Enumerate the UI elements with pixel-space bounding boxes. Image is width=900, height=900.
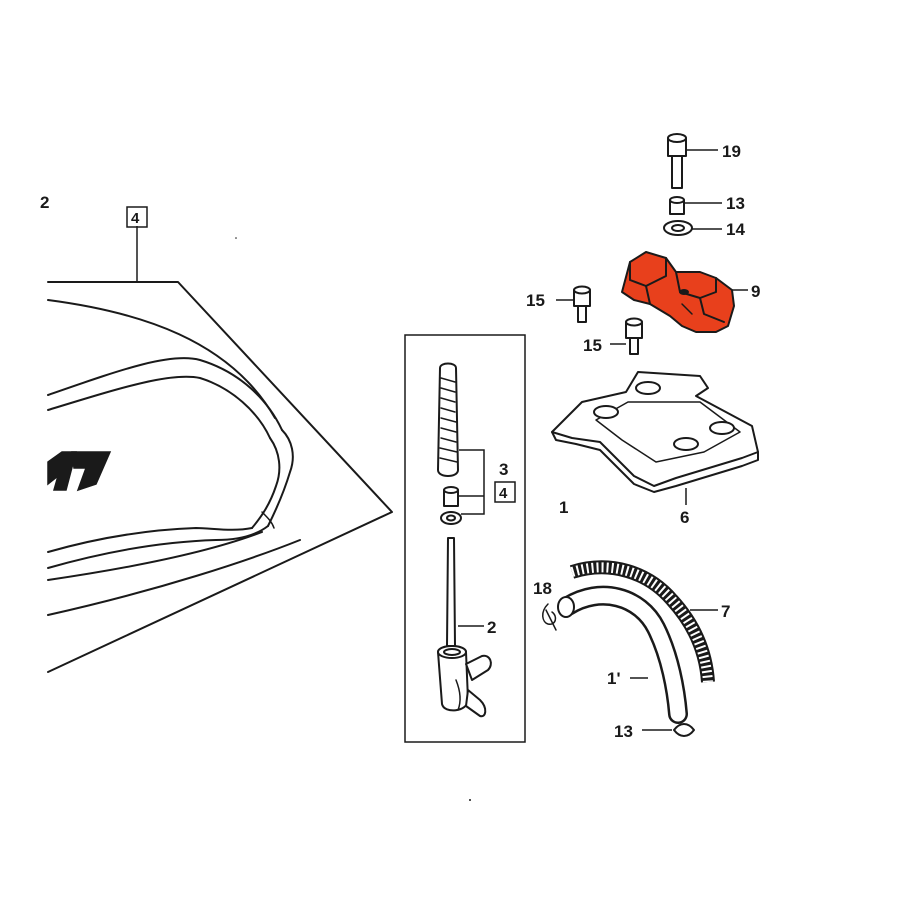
label-18: 18 [533, 579, 552, 598]
label-14: 14 [726, 220, 745, 239]
label-13-top: 13 [726, 194, 745, 213]
bolt-15-b [610, 317, 643, 355]
label-2: 2 [487, 618, 496, 637]
bolt-19 [667, 133, 718, 189]
clip-13-bottom [642, 723, 695, 737]
label-9: 9 [751, 282, 760, 301]
fuel-valve-assembly [404, 334, 526, 743]
washer-14 [663, 220, 722, 236]
bolt-15-a [556, 285, 591, 323]
collar-13-top [669, 196, 722, 215]
bracket-plate-6 [551, 371, 759, 505]
tank-label: 4 [131, 210, 140, 227]
label-1-hose: 1' [607, 669, 621, 688]
valve-label: 4 [499, 485, 508, 502]
label-15-b: 15 [583, 336, 602, 355]
valve-label-box [494, 481, 516, 503]
protector-hose-7 [569, 560, 718, 683]
label-15-a: 15 [526, 291, 545, 310]
label-13-bottom: 13 [614, 722, 633, 741]
rubber-mount-9 [621, 251, 748, 333]
label-1: 1 [559, 498, 568, 517]
label-3: 3 [499, 460, 508, 479]
clip-18 [542, 603, 557, 631]
tank-label-box [126, 206, 148, 228]
fuel-hose-1 [557, 585, 688, 724]
fuel-tank [47, 226, 393, 673]
label-6: 6 [680, 508, 689, 527]
top-left-label: 2 [40, 193, 49, 212]
label-7: 7 [721, 602, 730, 621]
label-19: 19 [722, 142, 741, 161]
